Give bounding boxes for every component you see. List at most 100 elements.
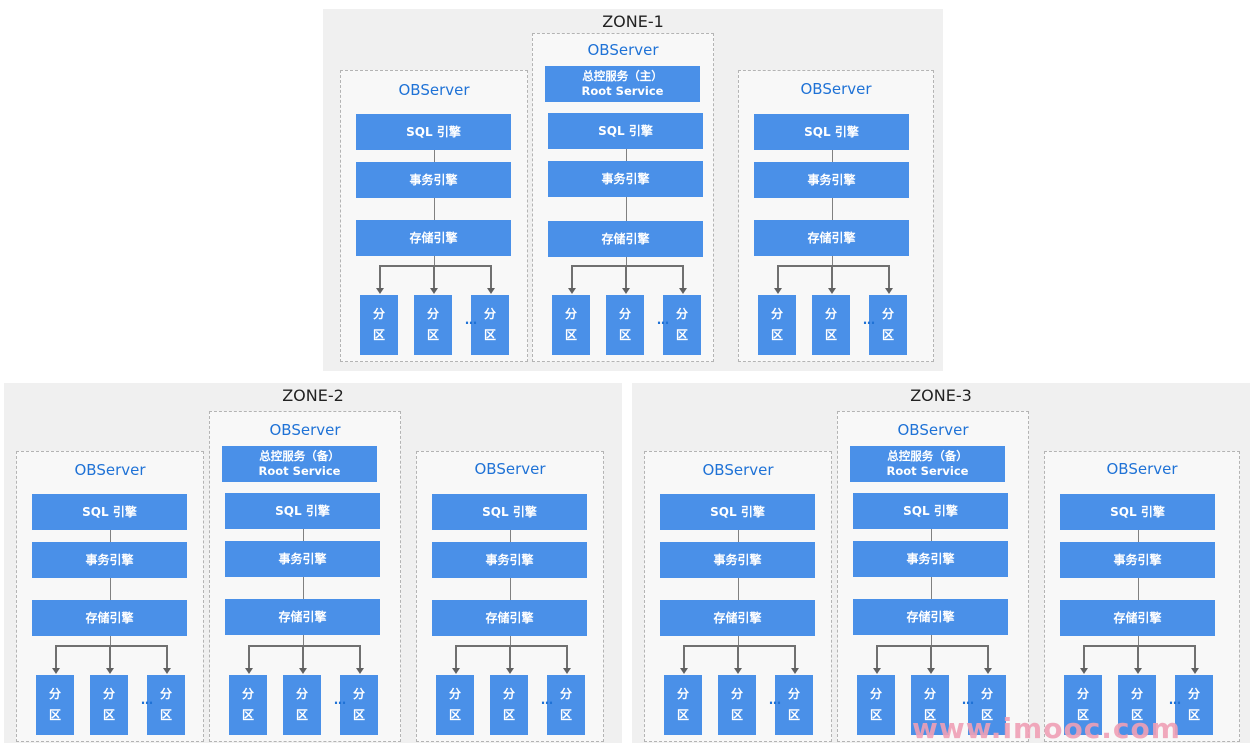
arrow-head-icon	[885, 288, 893, 294]
partition-label-2: 区	[241, 708, 254, 722]
branch-stem	[1137, 645, 1139, 668]
branch-stem	[1083, 645, 1085, 668]
arrow-head-icon	[984, 668, 992, 674]
partition-label-1: 分	[448, 687, 461, 701]
transaction-engine-block: 事务引擎	[754, 162, 909, 198]
branch-stem	[109, 645, 111, 668]
branch-line	[455, 645, 568, 647]
partition-label-1: 分	[426, 307, 439, 321]
partition-label-1: 分	[102, 687, 115, 701]
branch-stem	[737, 645, 739, 668]
partition-label-1: 分	[824, 307, 837, 321]
partition-block: 分区	[547, 675, 585, 735]
partition-label-1: 分	[159, 687, 172, 701]
storage-engine-block: 存储引擎	[660, 600, 815, 636]
storage-engine-block: 存储引擎	[754, 220, 909, 256]
observer-title: OBServer	[269, 421, 341, 439]
arrow-head-icon	[679, 288, 687, 294]
branch-stem	[1194, 645, 1196, 668]
partition-block: 分区	[1064, 675, 1102, 735]
arrow-head-icon	[299, 668, 307, 674]
branch-stem	[777, 265, 779, 288]
sql-engine-block: SQL 引擎	[853, 493, 1008, 529]
connector-line	[930, 635, 932, 645]
transaction-engine-block: 事务引擎	[32, 542, 187, 578]
branch-line	[571, 265, 684, 267]
connector-line	[109, 636, 111, 645]
sql-engine-block: SQL 引擎	[548, 113, 703, 149]
zone-title: ZONE-1	[602, 12, 664, 31]
sql-engine-block: SQL 引擎	[432, 494, 587, 530]
arrow-head-icon	[774, 288, 782, 294]
arrow-head-icon	[734, 668, 742, 674]
partition-block: 分区	[911, 675, 949, 735]
partition-block: 分区	[968, 675, 1006, 735]
branch-stem	[794, 645, 796, 668]
connector-line	[433, 150, 435, 162]
branch-line	[379, 265, 492, 267]
root-service-label-cn: 总控服务（备）	[259, 449, 340, 463]
connector-line	[302, 635, 304, 645]
branch-line	[248, 645, 361, 647]
partition-label-2: 区	[372, 328, 385, 342]
partition-block: 分区	[857, 675, 895, 735]
arrow-head-icon	[873, 668, 881, 674]
partition-label-1: 分	[352, 687, 365, 701]
branch-stem	[831, 265, 833, 288]
arrow-head-icon	[52, 668, 60, 674]
root-service-block: 总控服务（主）Root Service	[545, 66, 700, 102]
partition-label-1: 分	[730, 687, 743, 701]
connector-line	[625, 257, 627, 265]
partition-label-1: 分	[1076, 687, 1089, 701]
connector-line	[831, 150, 833, 162]
observer-title: OBServer	[398, 81, 470, 99]
connector-line	[433, 256, 435, 265]
arrow-head-icon	[927, 668, 935, 674]
partition-block: 分区	[812, 295, 850, 355]
partition-label-2: 区	[869, 708, 882, 722]
observer-title: OBServer	[74, 461, 146, 479]
partition-label-1: 分	[980, 687, 993, 701]
ellipsis: …	[657, 313, 669, 327]
watermark-logo: www.imooc.com	[912, 712, 1181, 745]
partition-block: 分区	[471, 295, 509, 355]
sql-engine-block: SQL 引擎	[356, 114, 511, 150]
partition-block: 分区	[340, 675, 378, 735]
partition-label-2: 区	[559, 708, 572, 722]
arrow-head-icon	[245, 668, 253, 674]
sql-engine-block: SQL 引擎	[754, 114, 909, 150]
connector-line	[930, 529, 932, 541]
partition-label-2: 区	[1130, 708, 1143, 722]
ellipsis: …	[541, 693, 553, 707]
ellipsis: …	[769, 693, 781, 707]
connector-line	[930, 577, 932, 599]
ellipsis: …	[863, 313, 875, 327]
partition-block: 分区	[1118, 675, 1156, 735]
connector-line	[831, 256, 833, 265]
partition-label-1: 分	[770, 307, 783, 321]
partition-block: 分区	[283, 675, 321, 735]
root-service-label-cn: 总控服务（备）	[887, 449, 968, 463]
branch-stem	[302, 645, 304, 668]
partition-label-2: 区	[502, 708, 515, 722]
partition-label-1: 分	[787, 687, 800, 701]
connector-line	[831, 198, 833, 220]
connector-line	[109, 530, 111, 542]
connector-line	[1137, 636, 1139, 645]
branch-stem	[490, 265, 492, 288]
branch-stem	[379, 265, 381, 288]
partition-label-2: 区	[1187, 708, 1200, 722]
partition-label-1: 分	[923, 687, 936, 701]
partition-label-1: 分	[869, 687, 882, 701]
connector-line	[509, 530, 511, 542]
transaction-engine-block: 事务引擎	[432, 542, 587, 578]
arrow-head-icon	[106, 668, 114, 674]
branch-stem	[248, 645, 250, 668]
branch-line	[683, 645, 796, 647]
partition-label-1: 分	[881, 307, 894, 321]
sql-engine-block: SQL 引擎	[32, 494, 187, 530]
root-service-label-en: Root Service	[581, 84, 664, 98]
partition-label-2: 区	[102, 708, 115, 722]
connector-line	[433, 198, 435, 220]
partition-label-1: 分	[618, 307, 631, 321]
